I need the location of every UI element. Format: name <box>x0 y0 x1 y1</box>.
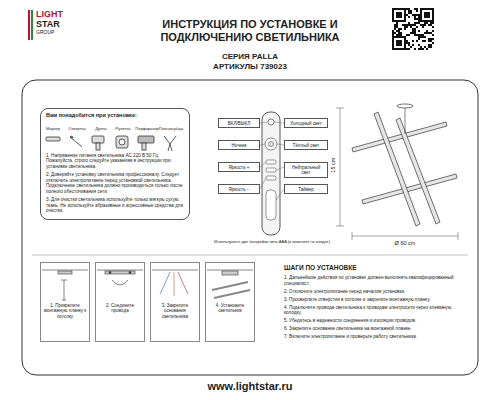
button-label: Ночник <box>221 143 257 148</box>
logo-text: STAR <box>36 19 96 29</box>
button-label: Таймер <box>287 187 325 192</box>
button-label: Яркость − <box>221 187 257 192</box>
info-panel: Вам понадобится при установке: 1. Напряже… <box>40 108 190 220</box>
article-number: АРТИКУЛЫ 739023 <box>150 62 350 71</box>
step-caption: 3. Закрепите основание светильника <box>153 303 197 319</box>
button-callout: Яркость − <box>218 184 260 194</box>
step-caption: 4. Установите светильник <box>208 303 252 314</box>
series: СЕРИЯ PALLA <box>150 52 350 61</box>
divider <box>32 255 468 256</box>
button-label: ВКЛ/ВЫКЛ <box>221 121 257 126</box>
remote-note: Используются две батарейки типа AAA (в к… <box>212 240 332 245</box>
tool-name: Рулетка <box>108 127 138 132</box>
qr-code <box>392 8 434 50</box>
button-label: Нейтральный свет <box>287 165 325 176</box>
step-text: 5. Убедитесь в надежности соединения и и… <box>284 318 466 324</box>
button-callout: Таймер <box>284 184 328 194</box>
tool-name: Дрель <box>86 127 116 132</box>
section-heading: ШАГИ ПО УСТАНОВКЕ <box>284 264 464 271</box>
remote-control <box>262 112 280 235</box>
step-caption: 1. Прикрепите монтажную планку к потолку <box>43 303 87 319</box>
button-callout: Тёплый свет <box>284 140 328 150</box>
step-text: 2. Отключите электропитание перед начало… <box>284 289 466 295</box>
dimension-lines <box>336 108 458 240</box>
website: www.lightstar.ru <box>175 380 325 393</box>
step-box: 3. Закрепите основание светильника <box>150 262 200 342</box>
lamp-drawing <box>352 104 457 226</box>
step-text: 4. Подключите провода светильника к пров… <box>284 305 466 316</box>
step-pictures <box>42 270 253 300</box>
button-callout: Ночник <box>218 140 260 150</box>
button-label: Яркость + <box>221 165 257 170</box>
steps-column: 1. Дальнейшие действия по установке долж… <box>284 275 466 342</box>
step-text: 1. Дальнейшие действия по установке долж… <box>284 275 466 286</box>
dimension: 15 cm <box>330 150 336 180</box>
step-text: 3. Просверлите отверстия в потолке и зак… <box>284 297 466 303</box>
button-callout: Нейтральный свет <box>284 162 328 178</box>
note-text: 1. Напряжение питания светильника AC 220… <box>46 153 184 170</box>
logo-text: GROUP <box>36 30 96 36</box>
tool-name: Маркер <box>38 127 68 132</box>
note-text: 3. Для очистки светильника используйте т… <box>46 197 184 214</box>
step-box: 4. Установите светильник <box>205 262 255 342</box>
logo <box>28 10 33 40</box>
button-label: Холодный свет <box>287 121 325 126</box>
note-text: 2. Доверяйте установку светильника профе… <box>46 172 184 194</box>
leader-lines <box>260 122 284 200</box>
button-label: Тёплый свет <box>287 143 325 148</box>
step-text: 6. Закрепите основание светильника на мо… <box>284 326 466 332</box>
button-callout: Яркость + <box>218 162 260 172</box>
button-callout: ВКЛ/ВЫКЛ <box>218 118 260 128</box>
step-box: 2. Соедините провода <box>95 262 145 342</box>
logo-text: LIGHT <box>36 9 96 19</box>
tool-icons <box>46 136 176 151</box>
step-text: 7. Включите электропитание и проверьте р… <box>284 334 466 340</box>
dimension: Ø 60 cm <box>380 240 430 246</box>
step-caption: 2. Соедините провода <box>98 303 142 314</box>
title: ИНСТРУКЦИЯ ПО УСТАНОВКЕ И ПОДКЛЮЧЕНИЮ СВ… <box>125 18 375 43</box>
sheet-frame <box>22 80 478 375</box>
tool-name: Отвертка <box>62 127 92 132</box>
tool-name: Плоскогубцы <box>155 127 187 132</box>
step-box: 1. Прикрепите монтажную планку к потолку <box>40 262 90 342</box>
button-callout: Холодный свет <box>284 118 328 128</box>
panel-heading: Вам понадобится при установке: <box>46 112 184 119</box>
tool-name: Перфоратор <box>132 127 162 132</box>
